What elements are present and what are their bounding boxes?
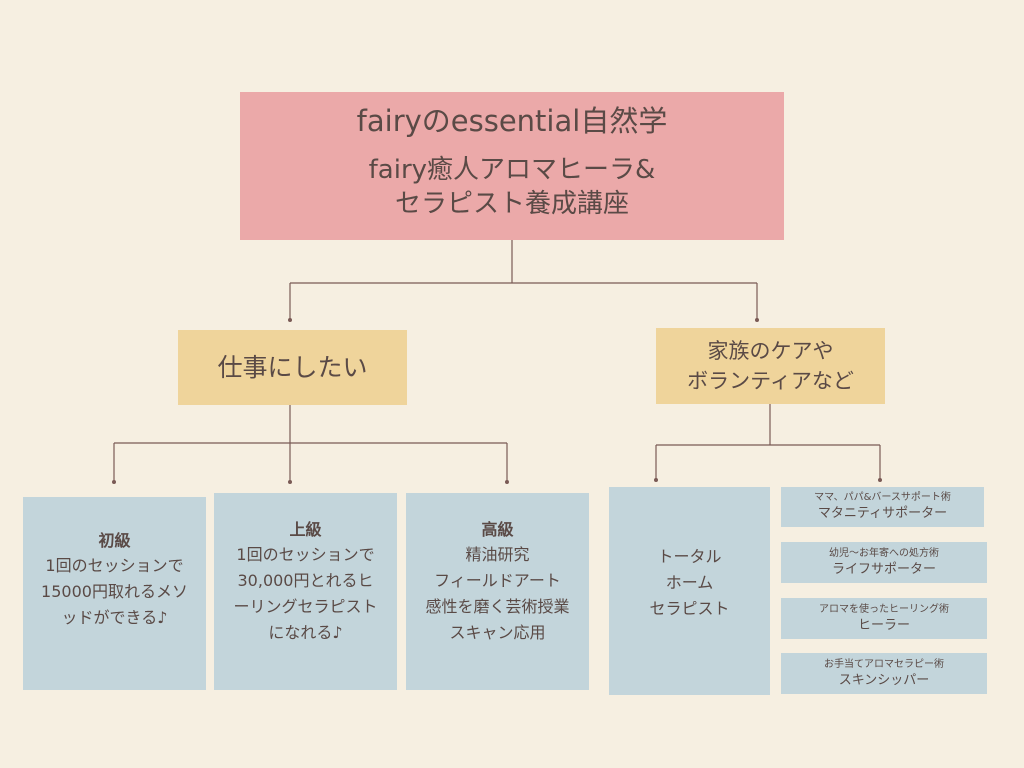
sub-course-healer-box: アロマを使ったヒーリング術 ヒーラー <box>781 598 987 639</box>
category-work-box: 仕事にしたい <box>178 330 407 405</box>
course-advanced-line: ーリングセラピスト <box>233 597 378 616</box>
sub-course-caption: お手当てアロマセラピー術 <box>824 658 944 670</box>
sub-course-caption: ママ、パパ&バースサポート術 <box>814 492 951 503</box>
course-beginner-heading: 初級 <box>98 531 131 550</box>
course-total-line: トータル <box>657 547 722 566</box>
course-beginner-line: 15000円取れるメソ <box>41 582 188 601</box>
course-beginner-line: ッドができる♪ <box>61 608 168 627</box>
sub-course-name: マタニティサポーター <box>817 506 948 521</box>
course-total-box: トータル ホーム セラピスト <box>609 487 770 695</box>
course-expert-line: フィールドアート <box>434 571 561 590</box>
course-expert-line: 感性を磨く芸術授業 <box>425 597 570 616</box>
category-family-box: 家族のケアや ボランティアなど <box>656 328 885 404</box>
sub-course-caption: アロマを使ったヒーリング術 <box>819 603 949 615</box>
sub-course-name: スキンシッパー <box>838 672 930 688</box>
course-expert-box: 高級 精油研究 フィールドアート 感性を磨く芸術授業 スキャン応用 <box>406 493 589 690</box>
title-box: fairyのessential自然学 fairy癒人アロマヒーラ& セラピスト養… <box>240 92 784 240</box>
course-advanced-line: 1回のセッションで <box>236 545 375 564</box>
course-advanced-line: 30,000円とれるヒ <box>237 571 374 590</box>
sub-course-name: ヒーラー <box>857 617 910 633</box>
course-expert-heading: 高級 <box>481 520 514 539</box>
category-family-line-2: ボランティアなど <box>687 369 854 393</box>
sub-course-skinshipper-box: お手当てアロマセラピー術 スキンシッパー <box>781 653 987 694</box>
sub-course-life-box: 幼児〜お年寄への処方術 ライフサポーター <box>781 542 987 583</box>
course-advanced-box: 上級 1回のセッションで 30,000円とれるヒ ーリングセラピスト になれる♪ <box>214 493 397 690</box>
course-advanced-line: になれる♪ <box>268 623 343 642</box>
course-expert-line: スキャン応用 <box>449 623 546 642</box>
title-line-1: fairyのessential自然学 <box>356 104 668 138</box>
course-expert-line: 精油研究 <box>465 545 530 564</box>
course-total-line: セラピスト <box>649 599 730 618</box>
sub-course-caption: 幼児〜お年寄への処方術 <box>829 547 939 559</box>
category-work-label: 仕事にしたい <box>217 352 368 382</box>
course-total-line: ホーム <box>665 573 714 592</box>
course-advanced-heading: 上級 <box>289 520 322 539</box>
sub-course-name: ライフサポーター <box>831 561 936 577</box>
course-beginner-line: 1回のセッションで <box>45 556 184 575</box>
title-line-3: セラピスト養成講座 <box>394 189 629 219</box>
category-family-line-1: 家族のケアや <box>707 339 834 363</box>
course-beginner-box: 初級 1回のセッションで 15000円取れるメソ ッドができる♪ <box>23 497 206 690</box>
sub-course-maternity-box: ママ、パパ&バースサポート術 マタニティサポーター <box>781 487 984 527</box>
title-line-2: fairy癒人アロマヒーラ& <box>368 155 656 185</box>
